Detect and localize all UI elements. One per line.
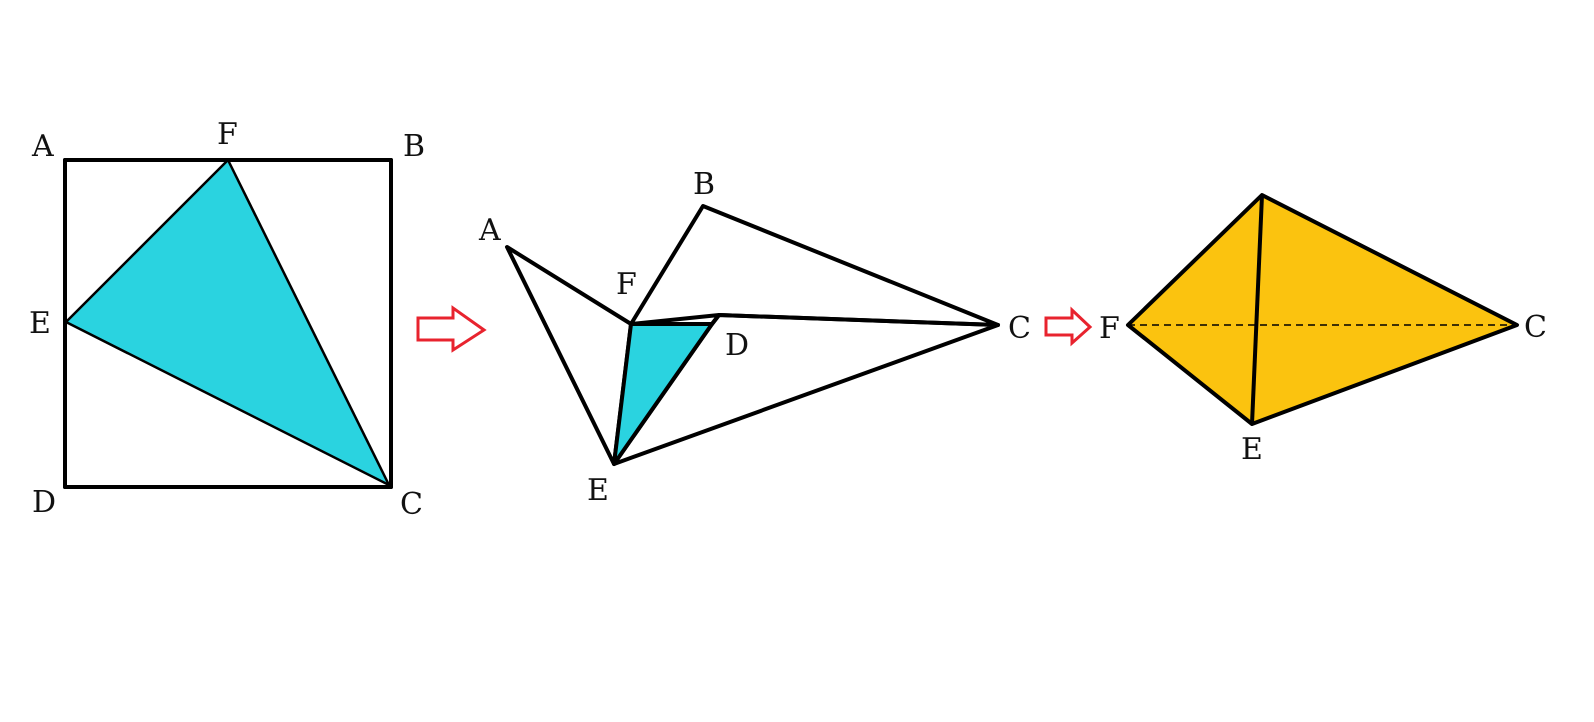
edge-top-e — [1250, 194, 1264, 425]
label-b: B — [403, 129, 425, 164]
label-e-3: E — [1241, 432, 1263, 467]
label-c-2: C — [1008, 311, 1031, 346]
label-c-3: C — [1524, 310, 1547, 345]
label-b-2: B — [693, 167, 715, 202]
tetrahedron-face-right — [1252, 195, 1517, 424]
label-d-2: D — [725, 328, 749, 363]
label-c: C — [400, 487, 423, 522]
crease-ec — [65, 320, 390, 487]
label-f: F — [217, 117, 238, 152]
label-f-3: F — [1099, 311, 1120, 346]
tetrahedron-outline — [1126, 193, 1519, 426]
edge-fd — [630, 313, 720, 326]
right-arrow-icon — [416, 305, 487, 353]
label-f-2: F — [616, 267, 637, 302]
square-border — [63, 158, 393, 489]
triangle-efc — [66, 160, 389, 485]
triangle-outline — [612, 322, 714, 466]
label-a-2: A — [478, 213, 501, 248]
label-a: A — [31, 129, 54, 164]
tetrahedron-face-left — [1128, 195, 1262, 424]
label-e-2: E — [587, 473, 609, 508]
stage-3-tetrahedron: F C E — [1099, 193, 1547, 467]
stage-2-folding: A B F D C E — [478, 167, 1031, 508]
crease-fe — [65, 159, 229, 323]
crease-fc — [226, 159, 391, 486]
right-arrow-icon — [1044, 306, 1093, 347]
label-e: E — [29, 306, 51, 341]
flap-a — [505, 245, 633, 466]
label-d: D — [32, 485, 56, 520]
flap-b — [629, 204, 1000, 327]
stage-1-square: A F B E D C — [29, 117, 425, 522]
